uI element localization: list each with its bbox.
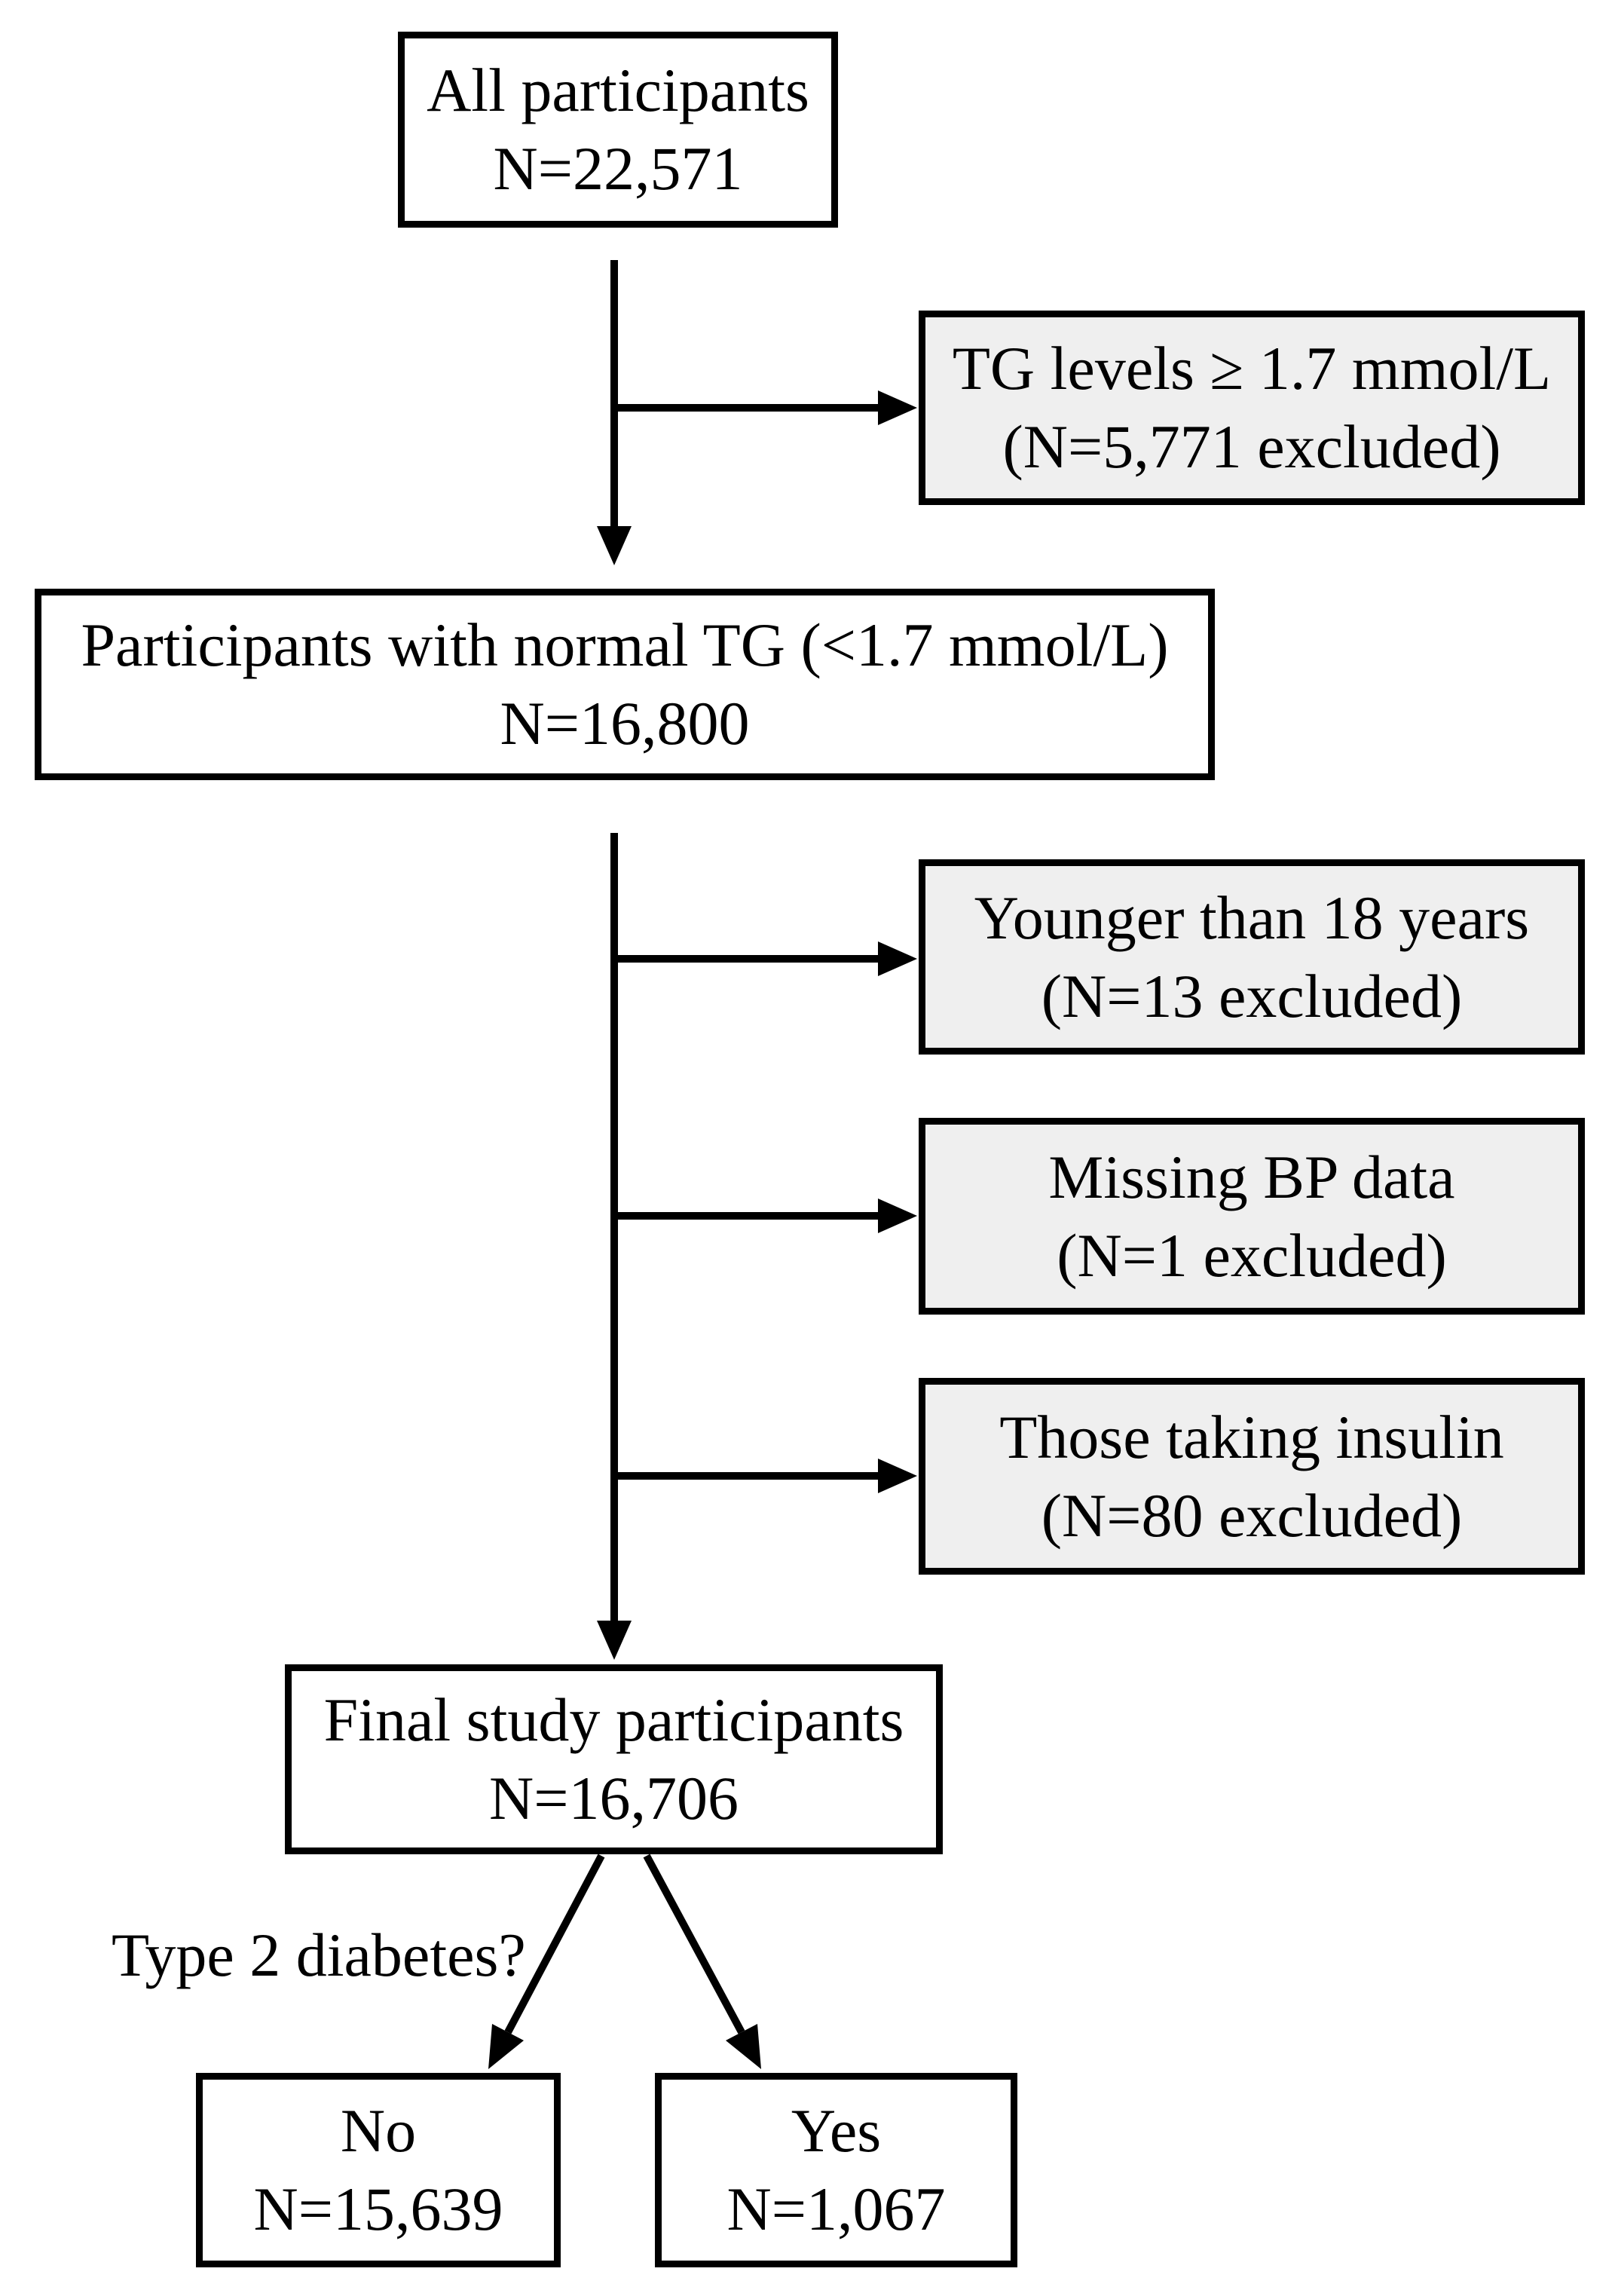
box-count: N=22,571 — [493, 134, 743, 203]
box-count: (N=1 excluded) — [1057, 1220, 1447, 1290]
box-text: Younger than 18 years — [974, 883, 1530, 952]
box-text: No — [340, 2096, 417, 2165]
box-count: (N=5,771 excluded) — [1002, 412, 1501, 481]
box-missing-bp-excluded: Missing BP data (N=1 excluded) — [919, 1118, 1585, 1315]
box-insulin-excluded: Those taking insulin (N=80 excluded) — [919, 1378, 1585, 1575]
box-no-diabetes: No N=15,639 — [196, 2073, 561, 2267]
box-final-participants: Final study participants N=16,706 — [285, 1664, 943, 1854]
box-normal-tg: Participants with normal TG (<1.7 mmol/L… — [35, 589, 1215, 780]
box-text: Participants with normal TG (<1.7 mmol/L… — [81, 611, 1169, 679]
box-tg-excluded: TG levels ≥ 1.7 mmol/L (N=5,771 excluded… — [919, 311, 1585, 505]
box-count: (N=13 excluded) — [1041, 961, 1463, 1030]
arrow-branch-younger-exclusion-icon — [614, 941, 917, 976]
arrow-top-to-normal-tg-icon — [597, 260, 632, 565]
box-text: TG levels ≥ 1.7 mmol/L — [952, 334, 1552, 403]
arrow-final-to-no-icon — [488, 1854, 605, 2069]
box-yes-diabetes: Yes N=1,067 — [655, 2073, 1017, 2267]
box-all-participants: All participants N=22,571 — [398, 32, 838, 228]
box-count: N=15,639 — [253, 2175, 503, 2243]
box-count: (N=80 excluded) — [1041, 1480, 1463, 1550]
box-text: Missing BP data — [1048, 1142, 1455, 1211]
box-younger-excluded: Younger than 18 years (N=13 excluded) — [919, 859, 1585, 1055]
arrow-branch-insulin-exclusion-icon — [614, 1459, 917, 1493]
box-count: N=16,706 — [489, 1764, 739, 1832]
arrow-final-to-yes-icon — [643, 1854, 761, 2069]
arrow-normal-tg-to-final-icon — [597, 833, 632, 1660]
box-text: Those taking insulin — [999, 1402, 1504, 1471]
box-text: All participants — [427, 56, 809, 124]
box-text: Final study participants — [323, 1685, 904, 1754]
box-text: Yes — [791, 2096, 882, 2165]
arrow-branch-tg-exclusion-icon — [614, 390, 917, 425]
arrow-branch-missing-bp-exclusion-icon — [614, 1199, 917, 1233]
box-count: N=1,067 — [726, 2175, 946, 2243]
box-count: N=16,800 — [500, 689, 750, 758]
split-question-label: Type 2 diabetes? — [112, 1921, 526, 1989]
